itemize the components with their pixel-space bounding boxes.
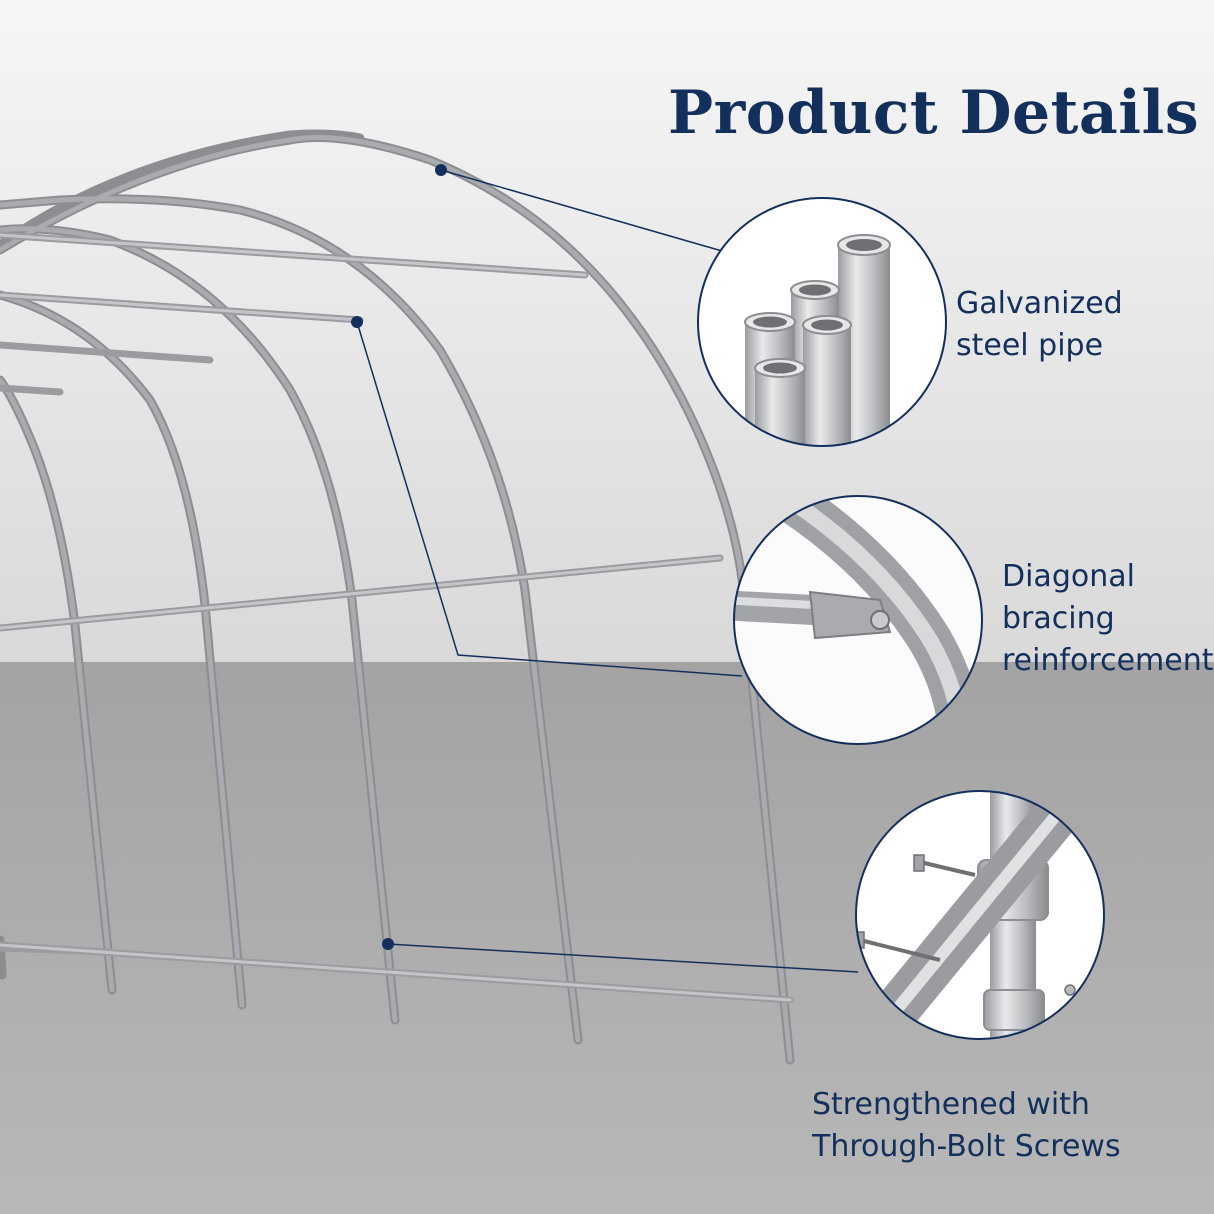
background-wall — [0, 0, 1214, 662]
callout-line: bracing — [1002, 601, 1115, 636]
leader-lines — [356, 169, 859, 973]
callout-label-bolts: Strengthened with Through-Bolt Screws — [812, 1084, 1121, 1168]
greenhouse-frame — [0, 129, 795, 1065]
leader-dots — [351, 164, 447, 950]
callout-line: Galvanized — [956, 286, 1123, 321]
callout-label-bracing: Diagonal bracing reinforcement — [1002, 556, 1213, 682]
callout-label-pipe: Galvanized steel pipe — [956, 283, 1123, 367]
callout-line: reinforcement — [1002, 643, 1214, 678]
through-bolt-joint-icon — [855, 790, 1105, 1040]
callout-line: Through-Bolt Screws — [812, 1129, 1121, 1164]
callout-line: Diagonal — [1002, 559, 1135, 594]
page-title: Product Details — [668, 78, 1200, 148]
callout-line: steel pipe — [956, 328, 1104, 363]
callout-line: Strengthened with — [812, 1087, 1090, 1122]
